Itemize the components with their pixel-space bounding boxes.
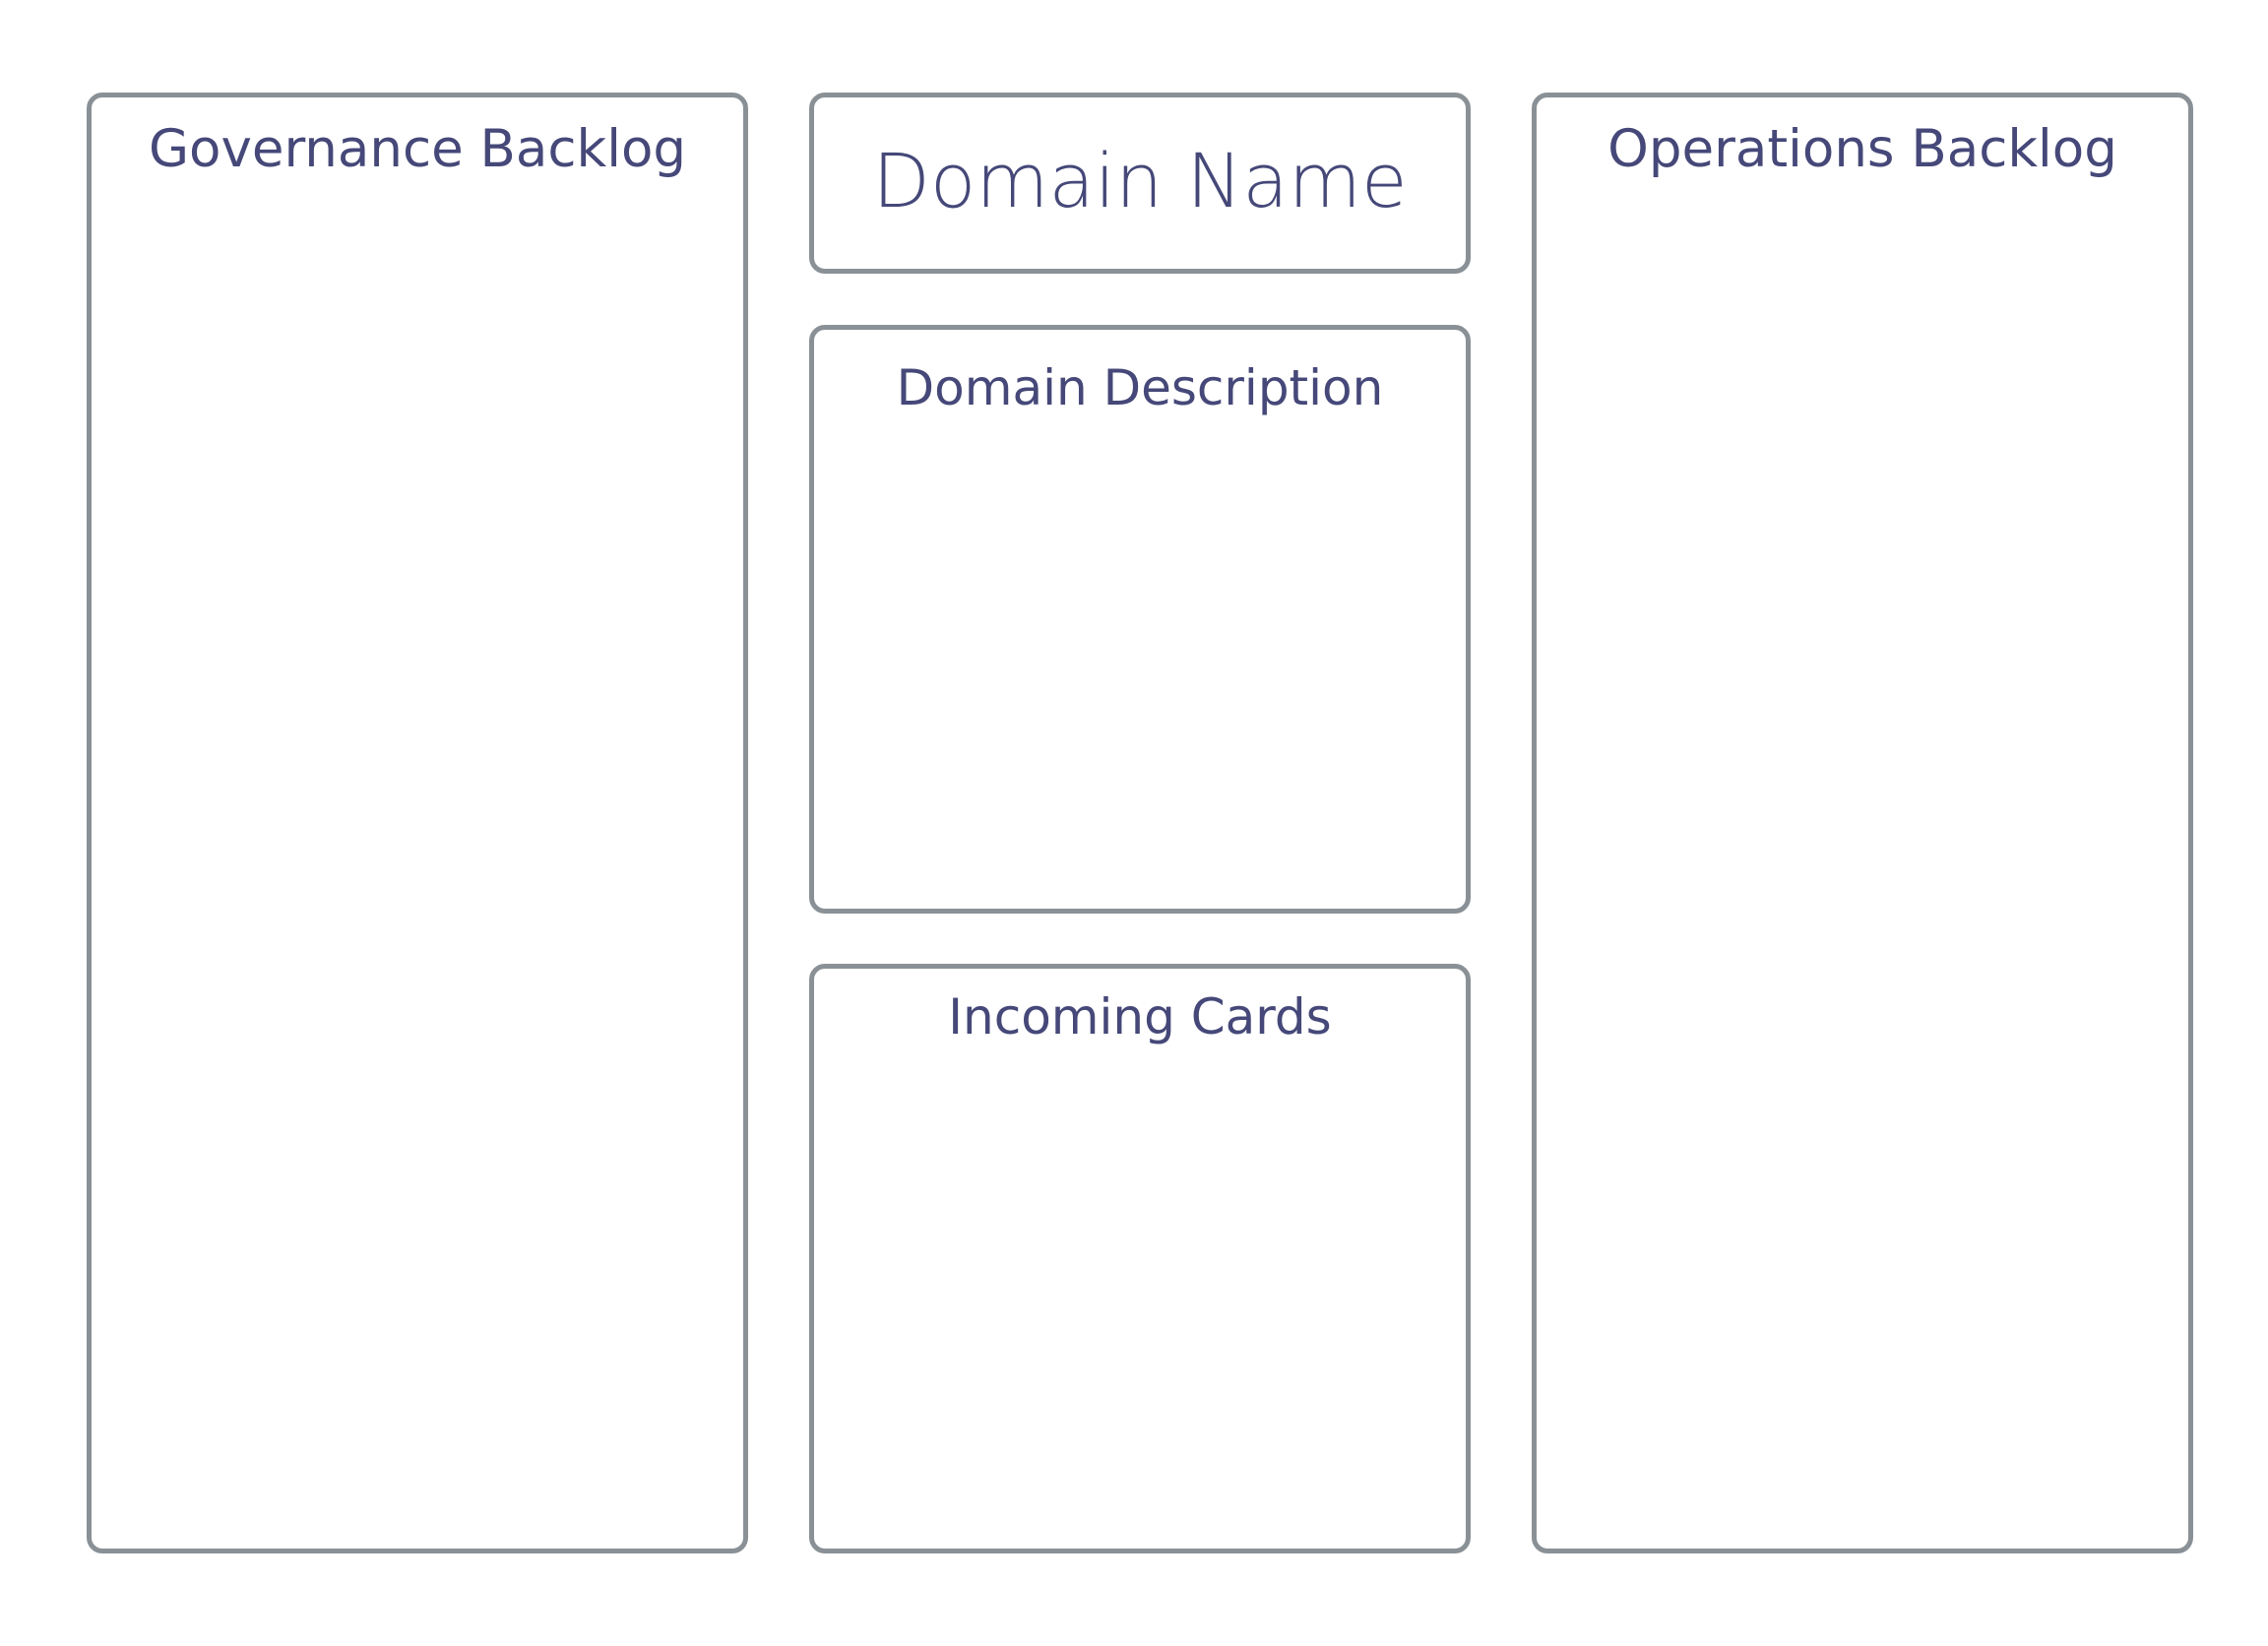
domain-description-panel: Domain Description bbox=[809, 325, 1471, 914]
incoming-cards-title: Incoming Cards bbox=[948, 988, 1332, 1045]
governance-backlog-panel: Governance Backlog bbox=[87, 93, 748, 1553]
domain-description-title: Domain Description bbox=[896, 359, 1384, 416]
domain-name-title: Domain Name bbox=[872, 137, 1408, 224]
operations-backlog-panel: Operations Backlog bbox=[1532, 93, 2193, 1553]
governance-backlog-title: Governance Backlog bbox=[148, 119, 687, 179]
operations-backlog-title: Operations Backlog bbox=[1607, 119, 2117, 179]
incoming-cards-panel: Incoming Cards bbox=[809, 964, 1471, 1553]
domain-name-panel: Domain Name bbox=[809, 93, 1471, 274]
